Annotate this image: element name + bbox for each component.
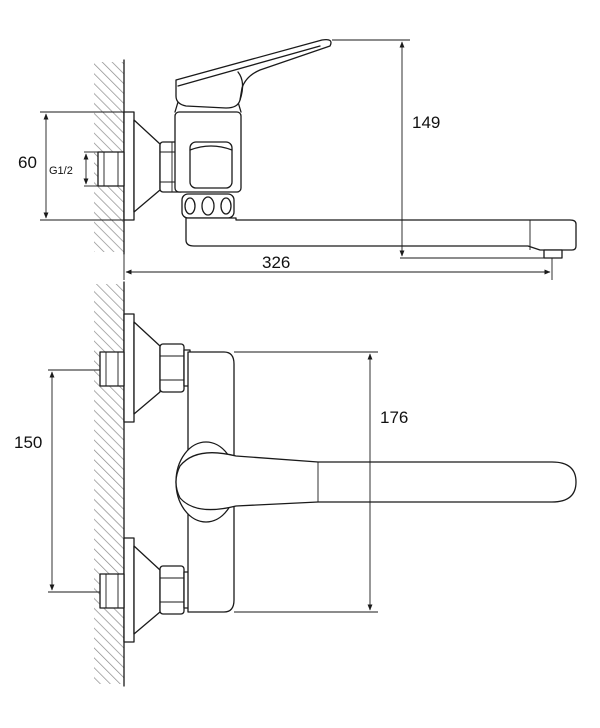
dimension-149: 149 [332,39,548,259]
dimension-326: 326 [123,253,553,280]
side-view: 149 326 60 G1/2 [18,38,577,280]
label-thread: G1/2 [49,165,73,177]
dimension-thread: G1/2 [49,151,98,187]
label-326: 326 [262,253,290,272]
lever-handle-side[interactable] [175,38,332,109]
dimension-150: 150 [14,369,100,593]
label-149: 149 [412,113,440,132]
spout-side [185,217,577,259]
label-60: 60 [18,153,37,172]
front-view: 150 176 [14,281,577,687]
dimension-60: 60 [18,111,124,221]
diverter-rings [181,193,235,219]
mixer-body-side [174,101,242,193]
dimension-176: 176 [234,351,408,613]
label-150: 150 [14,433,42,452]
eccentric-connector-top [97,111,193,221]
lever-handle-front[interactable] [175,441,577,523]
eccentric-connector-upper [99,313,191,423]
wall-bottom [94,281,125,687]
label-176: 176 [380,408,408,427]
